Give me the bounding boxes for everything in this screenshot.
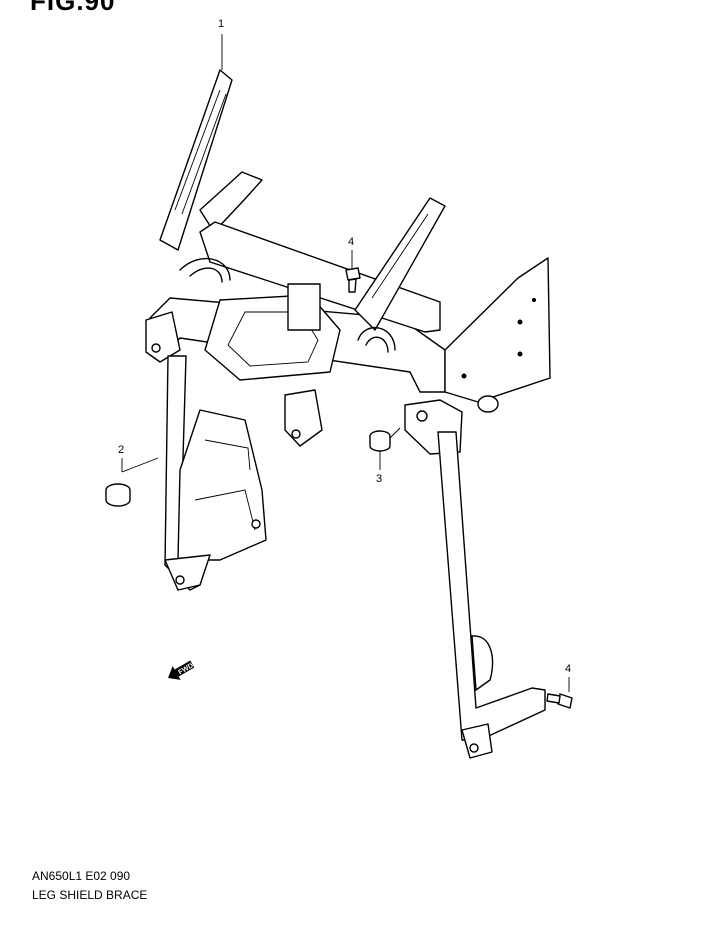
cushion <box>477 395 499 413</box>
leg-shield-brace <box>145 69 551 759</box>
leader-lines <box>121 34 570 692</box>
callout-1: 1 <box>218 18 225 30</box>
forward-arrow-label: FWD <box>177 662 194 676</box>
callout-2: 2 <box>118 444 125 456</box>
callout-3: 3 <box>376 473 383 485</box>
model-code: AN650L1 E02 090 <box>32 869 131 883</box>
bolt-upper <box>345 267 361 293</box>
figure-title: FIG.90 <box>30 0 116 16</box>
forward-arrow: FWD <box>168 660 195 680</box>
grommet-3 <box>369 430 391 452</box>
diagram-caption: LEG SHIELD BRACE <box>32 888 148 902</box>
callout-4-lower: 4 <box>565 663 572 675</box>
bolt-lower <box>546 693 573 709</box>
grommet-2 <box>105 483 131 507</box>
callout-4-upper: 4 <box>348 236 355 248</box>
